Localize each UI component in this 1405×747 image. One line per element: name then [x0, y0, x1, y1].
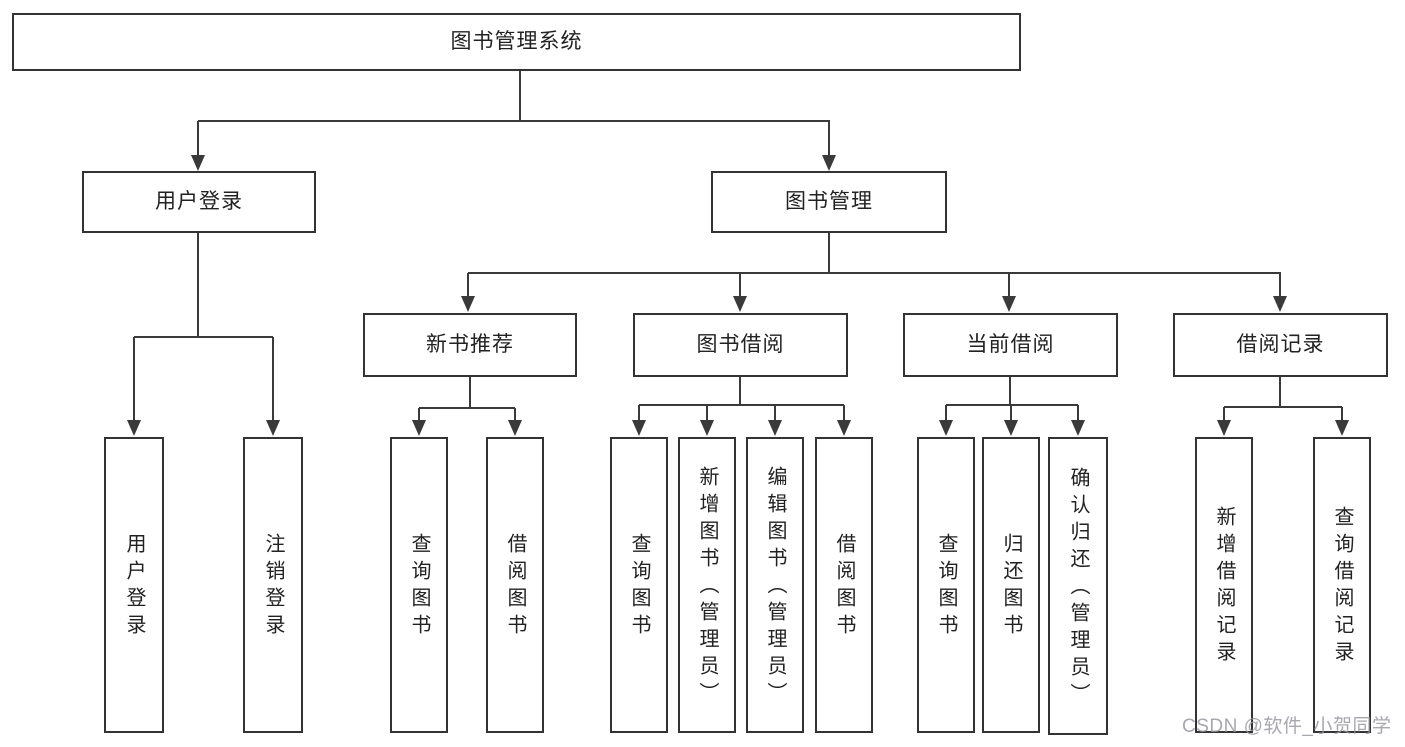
- arrowhead-down-icon: [632, 420, 646, 436]
- leaf-cb-confirm-return-admin: 确认归还（管理员）: [1048, 437, 1108, 735]
- arrowhead-down-icon: [412, 420, 426, 436]
- node-book-management: 图书管理: [711, 171, 947, 233]
- leaf-rec-query-books: 查询图书: [390, 437, 448, 733]
- node-book-borrowing: 图书借阅: [633, 313, 848, 377]
- arrowhead-down-icon: [733, 296, 747, 312]
- watermark: CSDN @软件_小贺同学: [1182, 716, 1392, 737]
- leaf-br-add-record: 新增借阅记录: [1195, 437, 1253, 733]
- leaf-logout: 注销登录: [243, 437, 303, 733]
- arrowhead-down-icon: [1273, 296, 1287, 312]
- arrowhead-down-icon: [700, 420, 714, 436]
- arrowhead-down-icon: [837, 420, 851, 436]
- node-user-login: 用户登录: [82, 171, 316, 233]
- arrowhead-down-icon: [1071, 420, 1085, 436]
- node-new-book-recommend: 新书推荐: [363, 313, 577, 377]
- leaf-cb-query-books: 查询图书: [917, 437, 975, 733]
- node-library-system: 图书管理系统: [12, 13, 1021, 71]
- leaf-bb-query-books: 查询图书: [610, 437, 668, 733]
- leaf-rec-borrow-books: 借阅图书: [486, 437, 544, 733]
- arrowhead-down-icon: [1002, 296, 1016, 312]
- arrowhead-down-icon: [939, 420, 953, 436]
- arrowhead-down-icon: [768, 420, 782, 436]
- leaf-bb-add-books-admin: 新增图书（管理员）: [678, 437, 736, 733]
- leaf-bb-borrow-books: 借阅图书: [815, 437, 873, 733]
- arrowhead-down-icon: [1335, 420, 1349, 436]
- leaf-cb-return-books: 归还图书: [982, 437, 1040, 733]
- leaf-bb-edit-books-admin: 编辑图书（管理员）: [746, 437, 804, 733]
- arrowhead-down-icon: [191, 155, 205, 171]
- arrowhead-down-icon: [266, 420, 280, 436]
- arrowhead-down-icon: [1217, 420, 1231, 436]
- node-current-borrowing: 当前借阅: [903, 313, 1118, 377]
- arrowhead-down-icon: [1004, 420, 1018, 436]
- arrowhead-down-icon: [822, 155, 836, 171]
- arrowhead-down-icon: [127, 420, 141, 436]
- node-borrow-records: 借阅记录: [1173, 313, 1388, 377]
- arrowhead-down-icon: [461, 296, 475, 312]
- leaf-br-query-record: 查询借阅记录: [1313, 437, 1371, 733]
- leaf-user-login: 用户登录: [104, 437, 164, 733]
- arrowhead-down-icon: [508, 420, 522, 436]
